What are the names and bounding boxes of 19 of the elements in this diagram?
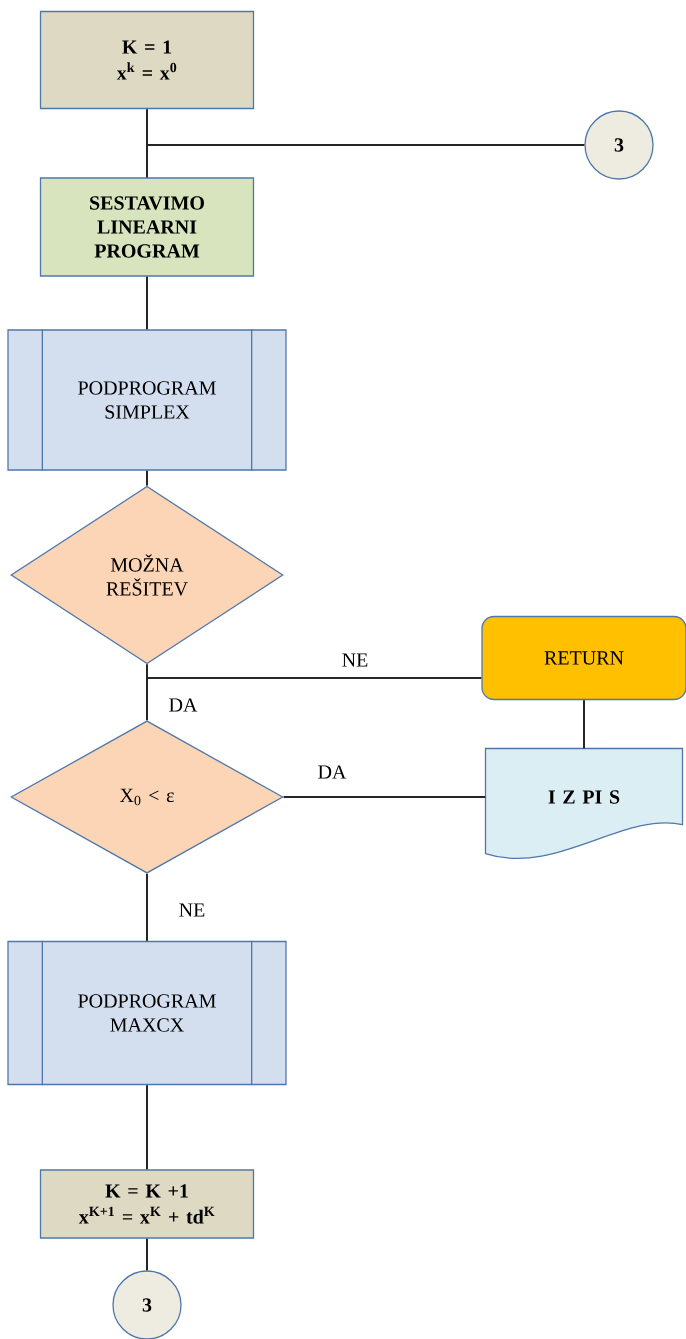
connector-line [282,796,487,798]
connector-line [146,469,148,487]
terminal-box: RETURN [481,615,686,701]
edge-label: DA [167,697,199,713]
connector-line [146,1237,148,1272]
connector-line [146,144,586,179]
process-box: SESTAVIMO LINEARNI PROGRAM [39,177,255,277]
connector-line [146,872,148,942]
edge-label: NE [340,652,370,668]
process-box: K = K +1 x$^{K+1}$ = x$^{K}$ + td$^{K}$ [39,1169,255,1239]
connector-line [146,1084,148,1171]
subprogram-box: PODPROGRAM SIMPLEX [7,328,287,472]
connector-line [146,663,148,722]
process-box: K = 1 x$^{k}$ = x$^{0}$ [39,10,255,110]
connector-line [146,275,148,331]
connector-line [583,699,585,750]
subprogram-box: PODPROGRAM MAXCX [7,940,287,1086]
edge-label: NE [177,902,207,918]
edge-label: DA [316,764,348,780]
